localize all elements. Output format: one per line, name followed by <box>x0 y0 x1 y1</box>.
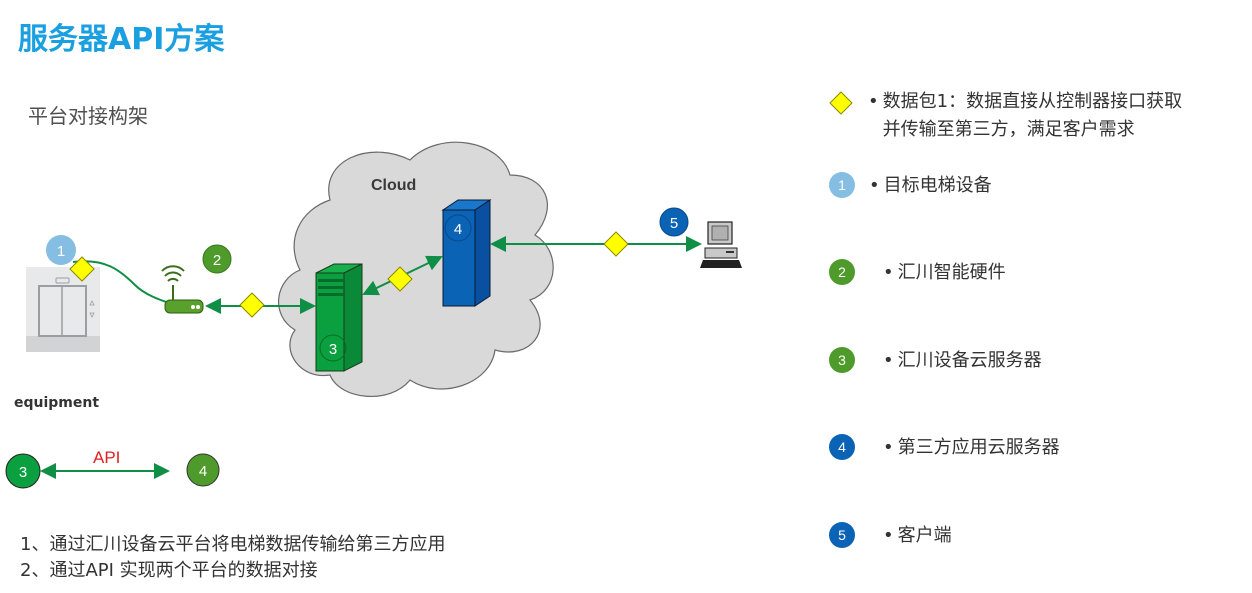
legend-label: 汇川设备云服务器 <box>897 350 1042 371</box>
note-item: 1、通过汇川设备云平台将电梯数据传输给第三方应用 <box>20 534 446 555</box>
note-item: 2、通过API 实现两个平台的数据对接 <box>20 560 318 581</box>
badge-5: 5 <box>659 207 689 237</box>
legend-label: 目标电梯设备 <box>883 175 992 196</box>
legend-item-1: 1 • 目标电梯设备 <box>829 172 992 200</box>
svg-text:1: 1 <box>57 243 65 260</box>
bullet: • <box>883 437 894 458</box>
api-node-4: 4 <box>186 453 220 487</box>
legend-packet-line1: 数据包1：数据直接从控制器接口获取 <box>882 91 1183 112</box>
equipment-label: equipment <box>14 395 100 411</box>
svg-text:2: 2 <box>213 252 221 269</box>
router-icon <box>161 265 204 314</box>
computer-icon <box>700 221 742 268</box>
notes: 1、通过汇川设备云平台将电梯数据传输给第三方应用 2、通过API 实现两个平台的… <box>20 532 445 584</box>
svg-text:3: 3 <box>19 464 27 481</box>
svg-text:4: 4 <box>199 463 207 480</box>
badge-1: 1 <box>46 235 76 265</box>
bullet: • <box>869 175 880 196</box>
bullet: • <box>883 262 894 283</box>
data-packet-icon <box>387 266 413 292</box>
data-packet-icon <box>603 231 629 257</box>
bullet: • <box>868 91 879 112</box>
badge-1: 1 <box>829 172 855 198</box>
server-3-number: 3 <box>329 341 337 358</box>
badge-4: 4 <box>829 434 855 460</box>
legend-packet-line2: 并传输至第三方，满足客户需求 <box>882 119 1135 140</box>
subtitle: 平台对接构架 <box>28 104 148 128</box>
legend-packet: • 数据包1：数据直接从控制器接口获取 并传输至第三方，满足客户需求 <box>828 88 1182 144</box>
legend-item-2: 2 • 汇川智能硬件 <box>829 259 1006 287</box>
legend-label: 汇川智能硬件 <box>897 262 1006 283</box>
legend-label: 客户端 <box>897 525 952 546</box>
legend-item-4: 4 • 第三方应用云服务器 <box>829 434 1060 462</box>
data-packet-icon <box>69 256 95 282</box>
badge-3: 3 <box>829 347 855 373</box>
server-3-icon <box>315 263 363 372</box>
bullet: • <box>883 525 894 546</box>
elevator-icon <box>26 267 100 352</box>
data-packet-icon <box>829 91 853 115</box>
api-node-3: 3 <box>5 453 41 489</box>
legend-item-3: 3 • 汇川设备云服务器 <box>829 347 1042 375</box>
server-4-number: 4 <box>454 221 462 238</box>
page-title: 服务器API方案 <box>18 22 225 57</box>
badge-2: 2 <box>202 244 232 274</box>
cloud-label: Cloud <box>371 177 416 194</box>
badge-2: 2 <box>829 259 855 285</box>
server-4-icon <box>441 199 492 307</box>
legend-item-5: 5 • 客户端 <box>829 522 952 550</box>
legend-label: 第三方应用云服务器 <box>897 437 1060 458</box>
svg-text:5: 5 <box>670 215 678 232</box>
bullet: • <box>883 350 894 371</box>
badge-5: 5 <box>829 522 855 548</box>
api-label: API <box>93 448 121 467</box>
link-elevator-router <box>72 260 176 306</box>
data-packet-icon <box>239 292 265 318</box>
